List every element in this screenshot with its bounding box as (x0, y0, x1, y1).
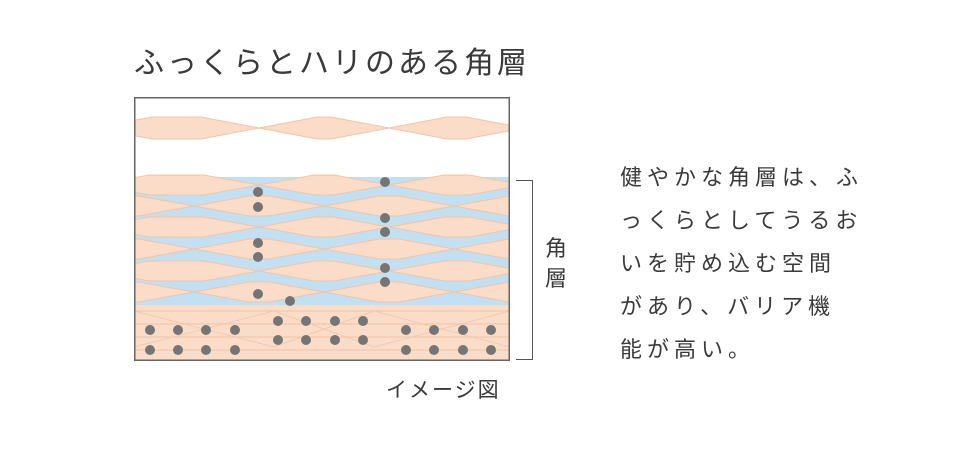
description-line: 能が高い。 (620, 338, 756, 363)
layer-label: 角 層 (543, 235, 569, 295)
corneocyte-cell (258, 116, 390, 140)
lipid-dot (253, 238, 263, 248)
corneocyte-cell (388, 260, 510, 282)
lipid-dot (401, 325, 411, 335)
lipid-dot (301, 335, 311, 345)
cell-boundary-line (273, 310, 375, 348)
lipid-dot (301, 316, 311, 326)
lipid-dot (230, 345, 240, 355)
lipid-dot (486, 325, 496, 335)
corneocyte-cell (134, 116, 260, 140)
lipid-dot (330, 316, 340, 326)
diagram-title: ふっくらとハリのある角層 (134, 46, 530, 81)
lipid-dot (330, 335, 340, 345)
lipid-dot (253, 202, 263, 212)
lipid-dot (458, 325, 468, 335)
layer-bracket (516, 180, 533, 360)
lipid-dot (201, 325, 211, 335)
corneocyte-cell (388, 116, 510, 140)
lipid-dot (273, 316, 283, 326)
lipid-dot (429, 325, 439, 335)
description-line: いを貯め込む空間 (620, 252, 837, 277)
description-line: っくらとしてうるお (620, 209, 863, 234)
corneocyte-cell (388, 174, 510, 196)
lipid-dot (173, 325, 183, 335)
lower-cell-region (134, 305, 510, 361)
image-caption: イメージ図 (386, 378, 501, 402)
lipid-dot (458, 345, 468, 355)
layer-label-char: 層 (544, 267, 567, 292)
lipid-dot (285, 296, 295, 306)
lipid-dot (253, 289, 263, 299)
layer-label-char: 角 (544, 237, 567, 262)
description-line: 健やかな角層は、ふ (620, 166, 864, 191)
lipid-dot (380, 227, 390, 237)
lipid-dot (401, 345, 411, 355)
stratum-corneum-illustration (134, 97, 510, 361)
lipid-dot (145, 325, 155, 335)
lipid-dot (380, 277, 390, 287)
lipid-dot (173, 345, 183, 355)
description-line: があり、バリア機 (620, 295, 836, 320)
lipid-dot (429, 345, 439, 355)
lipid-dot (380, 263, 390, 273)
lipid-dots (145, 177, 496, 355)
lipid-dot (358, 316, 368, 326)
lipid-dot (380, 177, 390, 187)
diagram-frame (134, 97, 510, 361)
lipid-dot (358, 335, 368, 345)
moisture-region (134, 177, 510, 305)
cell-boundary-line (373, 310, 510, 348)
lipid-dot (145, 345, 155, 355)
description-text: 健やかな角層は、ふ っくらとしてうるお いを貯め込む空間 があり、バリア機 能が… (620, 157, 860, 372)
lipid-dot (273, 335, 283, 345)
lipid-dot (201, 345, 211, 355)
corneocyte-cell (388, 216, 510, 238)
lipid-dot (253, 187, 263, 197)
lipid-dot (230, 325, 240, 335)
lipid-dot (253, 252, 263, 262)
lipid-dot (486, 345, 496, 355)
lipid-dot (380, 213, 390, 223)
